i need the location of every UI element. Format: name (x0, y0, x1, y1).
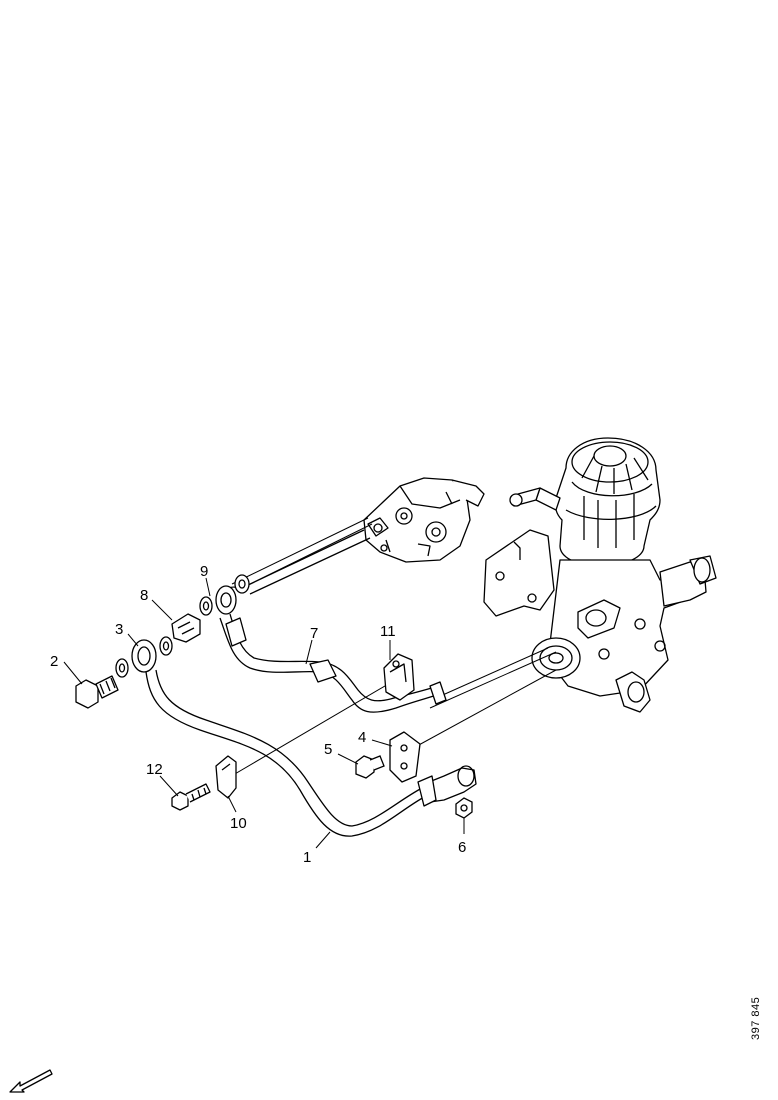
fuel-filter-housing (483, 437, 717, 713)
callout-8: 8 (140, 587, 148, 604)
nut-6 (455, 797, 473, 819)
fuel-pipe-upper (245, 529, 371, 595)
callout-10: 10 (230, 815, 247, 832)
nut-5 (355, 755, 385, 779)
callout-12: 12 (146, 761, 163, 778)
banjo-bolt-2 (75, 675, 119, 709)
sealing-washer-9 (199, 574, 250, 616)
orientation-arrow-icon (9, 1069, 53, 1093)
callout-leaders (63, 577, 465, 849)
callout-11: 11 (380, 623, 396, 640)
drawing-reference-code: 397 845 (750, 996, 762, 1040)
banjo-bolt-8 (171, 613, 201, 643)
fuel-pipe-1 (131, 639, 477, 837)
bolt-12 (171, 783, 211, 811)
callout-7: 7 (310, 625, 318, 642)
fuel-pipe-7 (219, 586, 447, 713)
clamp-10 (215, 755, 237, 799)
callout-labels: 1 2 3 4 5 6 7 8 9 10 11 12 (50, 563, 466, 866)
callout-1: 1 (303, 849, 311, 866)
callout-5: 5 (324, 741, 332, 758)
leader-lines (227, 517, 557, 779)
callout-6: 6 (458, 839, 466, 856)
callout-2: 2 (50, 653, 58, 670)
fuel-pump (363, 477, 485, 563)
callout-4: 4 (358, 729, 366, 746)
callout-3: 3 (115, 621, 123, 638)
callout-9: 9 (200, 563, 208, 580)
pipe-clip-11 (383, 653, 415, 701)
sealing-washer-3 (115, 636, 173, 678)
bracket-4 (389, 731, 421, 783)
